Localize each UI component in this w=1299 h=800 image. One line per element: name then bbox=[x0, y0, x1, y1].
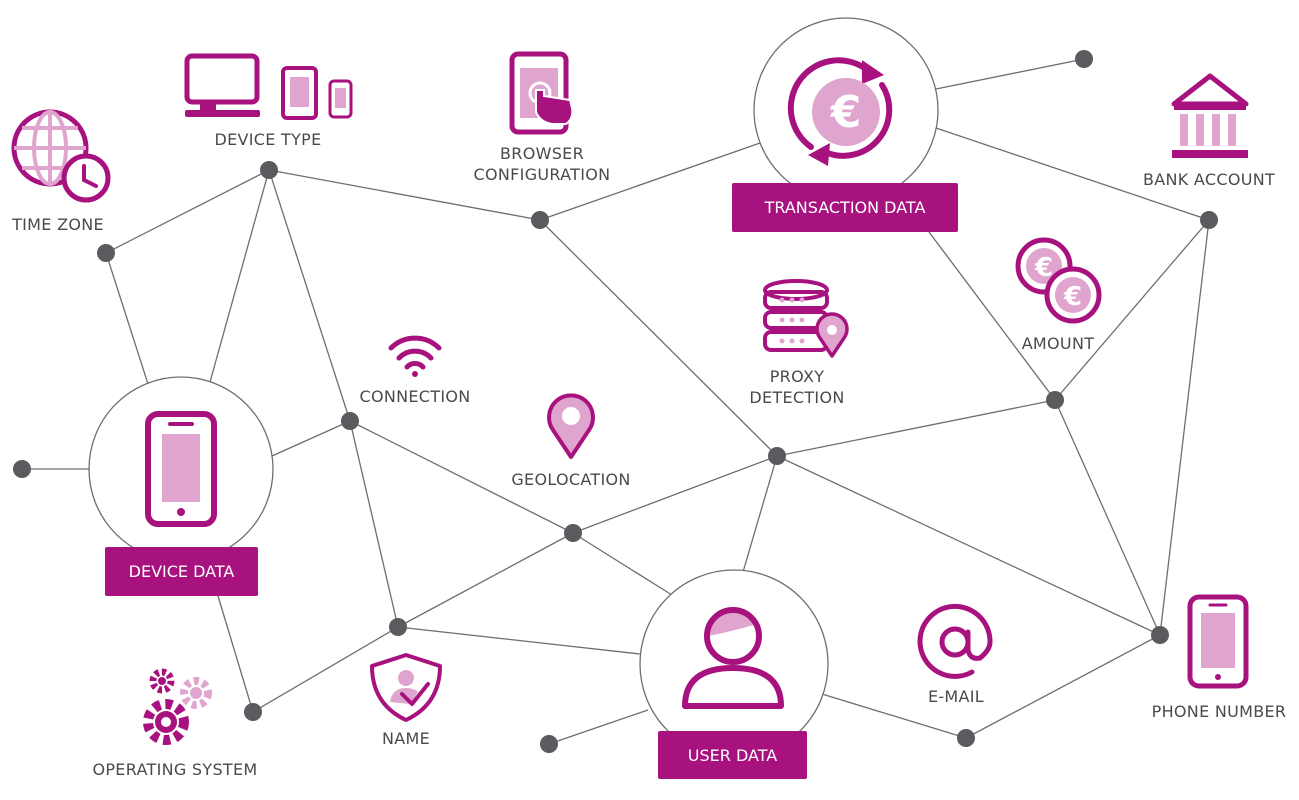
operating-system-label: OPERATING SYSTEM bbox=[92, 760, 258, 779]
at-sign-icon bbox=[917, 603, 993, 679]
name-label: NAME bbox=[381, 729, 431, 748]
globe-clock-icon bbox=[11, 109, 111, 203]
coins-icon: € € bbox=[1015, 237, 1102, 324]
network-node bbox=[1046, 391, 1064, 409]
device-data-text: DEVICE DATA bbox=[128, 562, 235, 581]
device-type-label: DEVICE TYPE bbox=[214, 130, 322, 149]
smartphone-icon bbox=[145, 411, 217, 527]
user-data-label: USER DATA bbox=[658, 731, 807, 779]
network-node bbox=[768, 447, 786, 465]
network-node bbox=[1075, 50, 1093, 68]
phone-number-label: PHONE NUMBER bbox=[1151, 702, 1287, 721]
network-node bbox=[531, 211, 549, 229]
wifi-icon bbox=[388, 335, 442, 377]
connection-lines bbox=[22, 58, 1210, 745]
network-node bbox=[540, 735, 558, 753]
amount-label: AMOUNT bbox=[1021, 334, 1095, 353]
euro-cycle-icon: € bbox=[787, 57, 893, 166]
touch-tablet-icon bbox=[509, 51, 574, 135]
network-node bbox=[260, 161, 278, 179]
network-node bbox=[1200, 211, 1218, 229]
proxy-label-line2: DETECTION bbox=[749, 388, 845, 407]
svg-text:€: € bbox=[830, 87, 862, 138]
network-node bbox=[341, 412, 359, 430]
network-node bbox=[957, 729, 975, 747]
browser-label-line1: BROWSER bbox=[500, 144, 584, 163]
transaction-data-text: TRANSACTION DATA bbox=[764, 198, 926, 217]
network-node bbox=[13, 460, 31, 478]
network-node bbox=[1151, 626, 1169, 644]
svg-text:€: € bbox=[1063, 282, 1082, 312]
network-node bbox=[244, 703, 262, 721]
network-node bbox=[389, 618, 407, 636]
user-data-text: USER DATA bbox=[687, 745, 778, 765]
bank-account-label: BANK ACCOUNT bbox=[1142, 170, 1276, 189]
proxy-detection-label: PROXY DETECTION bbox=[734, 366, 860, 408]
phone-icon bbox=[1187, 594, 1249, 689]
network-nodes bbox=[13, 50, 1218, 753]
bank-icon bbox=[1171, 73, 1249, 158]
svg-text:€: € bbox=[1034, 253, 1053, 283]
device-data-label: DEVICE DATA bbox=[105, 547, 258, 596]
server-location-icon bbox=[763, 279, 849, 358]
browser-configuration-label: BROWSER CONFIGURATION bbox=[462, 143, 622, 185]
location-pin-icon bbox=[547, 393, 595, 459]
geolocation-label: GEOLOCATION bbox=[511, 470, 631, 489]
gears-icon bbox=[143, 668, 212, 745]
verified-user-icon bbox=[370, 653, 442, 722]
connection-label: CONNECTION bbox=[359, 387, 471, 406]
proxy-label-line1: PROXY bbox=[769, 367, 825, 386]
transaction-data-label: TRANSACTION DATA bbox=[732, 183, 958, 232]
network-node bbox=[564, 524, 582, 542]
user-icon bbox=[682, 607, 784, 709]
email-label: E-MAIL bbox=[927, 687, 985, 706]
browser-label-line2: CONFIGURATION bbox=[473, 165, 611, 184]
network-node bbox=[97, 244, 115, 262]
devices-icon bbox=[184, 53, 353, 120]
time-zone-label: TIME ZONE bbox=[12, 215, 104, 234]
